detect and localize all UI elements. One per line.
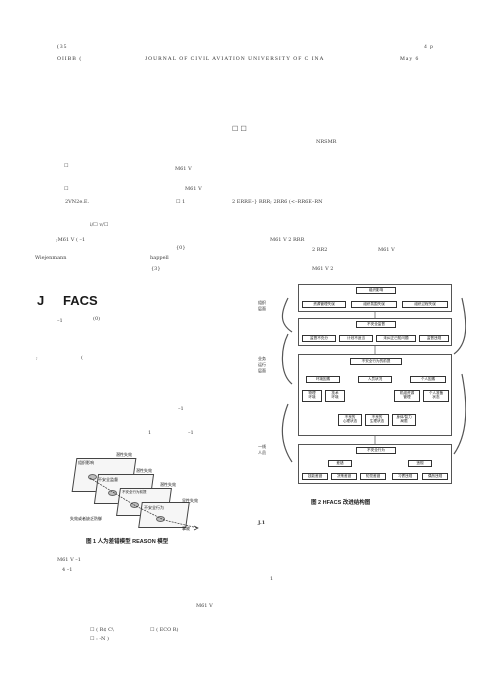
section-line-2: ;	[36, 355, 38, 361]
l4-item-1: 决策差错	[331, 473, 357, 480]
section-line-1: (0)	[93, 316, 101, 322]
header-date: May 6	[400, 56, 420, 62]
body-text-2: 2VN2e.E.	[65, 199, 90, 205]
label-organization: 组织影响	[78, 460, 94, 465]
section-line-4: –1	[178, 406, 184, 412]
figure-1-reason-model: 组织影响 不安全监督 不安全行为前提 不安全行为 潜性失效 潜性失效 潜性失效 …	[68, 450, 220, 534]
body-mark-0: ☐	[64, 163, 69, 169]
label-accident: 事故	[182, 526, 190, 531]
label-latent-1: 潜性失效	[116, 452, 132, 457]
label-preconditions: 不安全行为前提	[122, 490, 147, 494]
l4-group-0: 差错	[328, 460, 352, 467]
bottom-left-2: M61 V	[196, 603, 213, 609]
l3-sub-0: 不良的 心理状态	[338, 414, 362, 426]
body-right-1: M61 V 2 RRR	[270, 237, 305, 243]
hole-4	[156, 516, 165, 522]
body-mark-1: ☐	[64, 186, 69, 192]
hole-1	[88, 474, 97, 480]
bottom-left-3: ☐ ( R¢ C\	[90, 627, 114, 633]
header-issue: (35	[57, 44, 68, 50]
l2-item-1: 计划不适当	[339, 335, 373, 342]
body-text-6: happell	[150, 255, 169, 261]
body-text-3: i/☐ v/☐	[90, 222, 109, 228]
body-mark-3: {0}	[176, 245, 186, 251]
paper-title: ☐ ☐	[232, 125, 247, 133]
body-right-3: M61 V	[378, 247, 395, 253]
subsection-label: J.1	[258, 520, 266, 526]
level-2-panel	[298, 318, 452, 346]
trajectory-arrow	[89, 477, 199, 531]
label-supervision: 不安全监督	[98, 477, 118, 482]
l3-sub-2: 身体/智力 局限	[392, 414, 416, 426]
l4-item-2: 知觉差错	[360, 473, 386, 480]
figure-2-hfacs: 组织 层面 业务 运行 层面 一线 人员 组织影响 资源管理失误 组织氛围失误 …	[258, 284, 466, 496]
l3-item-3: 个人准备 状态	[423, 390, 449, 402]
bottom-left-4: ☐ : ‐N )	[90, 636, 109, 642]
l3-sub-1: 不良的 生理状态	[365, 414, 389, 426]
label-active: 显性失效	[182, 498, 198, 503]
body-text-5: Wiejenmann	[35, 255, 67, 261]
label-defenses: 失效或者缺乏防御	[70, 516, 102, 521]
side-label-org: 组织 层面	[258, 300, 266, 311]
section-line-3: (	[81, 355, 83, 361]
body-text-0: M61 V	[175, 166, 192, 172]
l2-item-2: 未纠正已知问题	[376, 335, 416, 342]
l3-group-0: 环境因素	[306, 376, 340, 383]
section-title: FACS	[63, 293, 98, 308]
body-text-1: M61 V	[185, 186, 202, 192]
hole-2	[108, 490, 117, 496]
title-code: NRSMR	[316, 139, 337, 145]
side-label-front: 一线 人员	[258, 444, 266, 455]
bottom-left-0: M61 V –1	[57, 557, 81, 563]
header-code: OIIBB (	[57, 56, 83, 62]
l1-item-2: 组织过程失误	[402, 301, 448, 308]
level-4-panel	[298, 444, 452, 484]
label-latent-2: 潜性失效	[136, 468, 152, 473]
bottom-mark: ☐ ( ECO R)	[150, 627, 179, 633]
l2-item-0: 监督不充分	[302, 335, 336, 342]
l1-item-0: 资源管理失误	[302, 301, 346, 308]
body-mark-4: {3}	[151, 266, 161, 272]
l4-item-0: 技能差错	[302, 473, 328, 480]
body-mark-2: ☐ 1	[176, 199, 186, 205]
label-unsafe-acts: 不安全行为	[144, 505, 164, 510]
l3-item-1: 技术 环境	[325, 390, 345, 402]
bottom-right-0: 1	[270, 576, 274, 582]
side-label-ops: 业务 运行 层面	[258, 356, 266, 373]
level-1-title: 组织影响	[356, 287, 396, 294]
l3-item-0: 物理 环境	[302, 390, 322, 402]
level-1-panel	[298, 284, 452, 312]
label-latent-3: 潜性失效	[160, 482, 176, 487]
figure-2-caption: 图 2 HFACS 改进结构图	[311, 500, 371, 506]
l3-group-1: 人员状况	[358, 376, 392, 383]
level-4-title: 不安全行为	[356, 447, 396, 454]
l4-group-1: 违规	[408, 460, 432, 467]
header-volume: 4 p	[424, 44, 434, 50]
l3-item-2: 机组资源 管理	[394, 390, 420, 402]
level-2-title: 不安全监督	[356, 321, 396, 328]
journal-title: JOURNAL OF CIVIL AVIATION UNIVERSITY OF …	[145, 56, 325, 62]
section-letter: J	[37, 293, 45, 308]
section-line-6: –1	[188, 430, 194, 436]
l2-item-3: 监督违规	[419, 335, 449, 342]
section-line-5: 1	[148, 430, 152, 436]
level-3-panel	[298, 354, 452, 436]
l3-group-2: 个人因素	[410, 376, 446, 383]
body-right-0: 2 ERRE–} RRR; 2RR6 (<–RR6E–RN	[232, 199, 323, 205]
section-line-0: –1	[57, 318, 63, 324]
l4-item-4: 偶然违规	[422, 473, 448, 480]
figure-2-arrows	[281, 297, 466, 463]
body-right-2: 2 RR2	[312, 247, 328, 253]
figure-1-caption: 图 1 人为差错模型 REASON 模型	[86, 539, 169, 545]
l4-item-3: 习惯违规	[392, 473, 418, 480]
bottom-left-1: 4 –1	[62, 567, 73, 573]
body-right-4: M61 V 2	[312, 266, 334, 272]
body-text-4: ;M61 V ( –1	[56, 237, 86, 243]
l1-item-1: 组织氛围失误	[351, 301, 397, 308]
level-3-title: 不安全行为的前提	[350, 358, 402, 365]
